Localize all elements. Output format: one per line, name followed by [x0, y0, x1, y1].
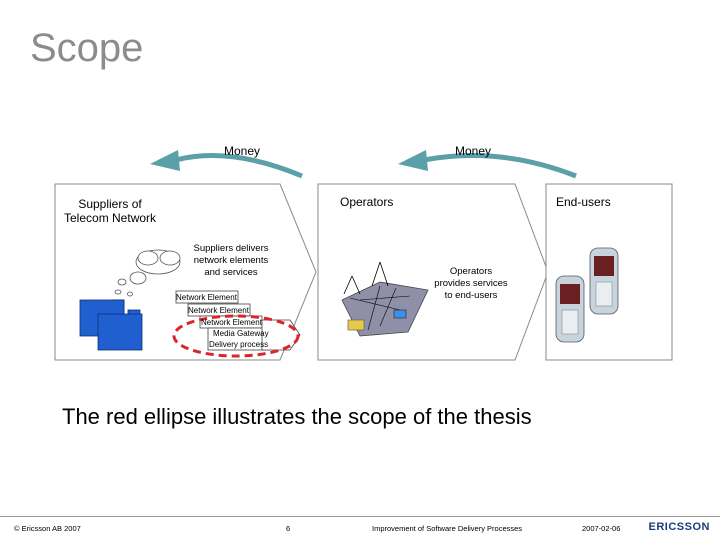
money-left-label: Money — [224, 144, 261, 158]
money-right-label: Money — [455, 144, 492, 158]
footer-copyright: © Ericsson AB 2007 — [14, 524, 81, 533]
network-element-label-3: Network Element — [201, 318, 262, 327]
network-element-stack — [175, 290, 271, 351]
slide-caption: The red ellipse illustrates the scope of… — [62, 404, 532, 429]
end-users-label: End-users — [556, 195, 611, 209]
money-arrow-right-head — [398, 150, 428, 171]
suppliers-delivers-text: Suppliers delivers network elements and … — [193, 243, 269, 278]
network-element-label-2: Network Element — [188, 306, 249, 315]
money-arrow-left — [175, 153, 303, 179]
network-element-label-1: Network Element — [176, 293, 237, 302]
footer-divider — [0, 516, 720, 517]
mobile-phone-icon — [555, 247, 619, 343]
money-arrow-right — [423, 153, 577, 179]
suppliers-label: Suppliers of Telecom Network — [64, 197, 157, 225]
money-arrow-left-head — [150, 150, 180, 171]
scope-ellipse — [172, 314, 300, 358]
footer-page-number: 6 — [286, 524, 291, 533]
page-title: Scope — [30, 26, 144, 70]
operator-network-icon — [341, 261, 429, 337]
footer-subject: Improvement of Software Delivery Process… — [372, 524, 523, 533]
delivery-process-label: Delivery process — [209, 340, 269, 349]
smoke-icon — [114, 249, 181, 297]
footer-date: 2007-02-06 — [582, 524, 621, 533]
media-gateway-label: Media Gateway — [213, 329, 269, 338]
operators-label: Operators — [340, 195, 394, 209]
factory-icon — [79, 299, 143, 351]
ericsson-logo: ERICSSON — [648, 521, 710, 533]
operators-provides-text: Operators provides services to end-users — [434, 266, 508, 301]
